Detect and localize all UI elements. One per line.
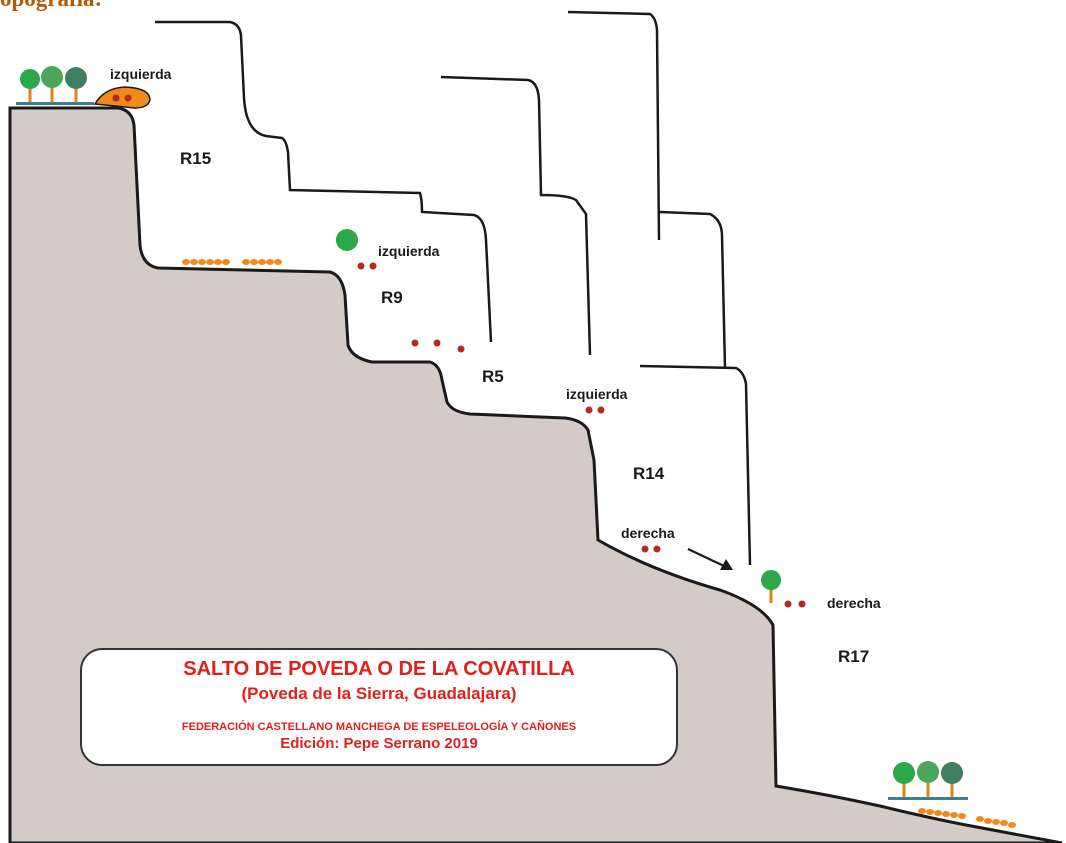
tree-group-bottom bbox=[888, 761, 968, 800]
arrow-direction-label: derecha bbox=[621, 525, 675, 541]
anchor-side-label: izquierda bbox=[110, 66, 172, 82]
chain-links bbox=[182, 259, 282, 265]
anchor-dot bbox=[641, 545, 649, 553]
rappel-label-r17: R17 bbox=[838, 647, 869, 666]
rope-line-r9 bbox=[440, 75, 592, 356]
anchor-dot bbox=[433, 339, 441, 347]
rappel-label-r15: R15 bbox=[180, 149, 211, 168]
tree-icon bbox=[336, 229, 358, 251]
page-header-partial: opografía: bbox=[0, 0, 102, 12]
anchor-dot bbox=[369, 262, 377, 270]
tree-icon bbox=[761, 570, 781, 603]
anchor-dot bbox=[457, 345, 465, 353]
rope-line-r14 bbox=[567, 10, 727, 369]
canyon-subtitle: (Poveda de la Sierra, Guadalajara) bbox=[241, 684, 517, 703]
anchor-side-label: izquierda bbox=[566, 386, 628, 402]
chain-links bbox=[918, 808, 1016, 828]
cave-entrance-icon bbox=[93, 86, 151, 109]
rope-line-r17 bbox=[639, 364, 752, 566]
anchor-dot bbox=[411, 339, 419, 347]
anchor-dot bbox=[653, 545, 661, 553]
anchor-dot bbox=[798, 600, 806, 608]
anchor-dot bbox=[112, 94, 120, 102]
anchor-dot bbox=[124, 94, 132, 102]
direction-arrow-icon bbox=[687, 548, 733, 570]
rappel-label-r5: R5 bbox=[482, 367, 504, 386]
rope-line-r15 bbox=[155, 20, 493, 343]
anchor-dot bbox=[597, 406, 605, 414]
edition-credit: Edición: Pepe Serrano 2019 bbox=[280, 735, 478, 752]
federation-credit: FEDERACIÓN CASTELLANO MANCHEGA DE ESPELE… bbox=[181, 721, 577, 733]
canyon-title: SALTO DE POVEDA O DE LA COVATILLA bbox=[183, 658, 575, 680]
anchor-side-label: derecha bbox=[827, 595, 881, 611]
rappel-label-r14: R14 bbox=[633, 464, 665, 483]
anchor-dot bbox=[357, 262, 365, 270]
anchor-dot bbox=[784, 600, 792, 608]
rappel-label-r9: R9 bbox=[381, 288, 403, 307]
anchor-side-label: izquierda bbox=[378, 243, 440, 259]
tree-group-top bbox=[16, 66, 94, 105]
title-box: SALTO DE POVEDA O DE LA COVATILLA (Poved… bbox=[80, 648, 678, 766]
anchor-dot bbox=[585, 406, 593, 414]
